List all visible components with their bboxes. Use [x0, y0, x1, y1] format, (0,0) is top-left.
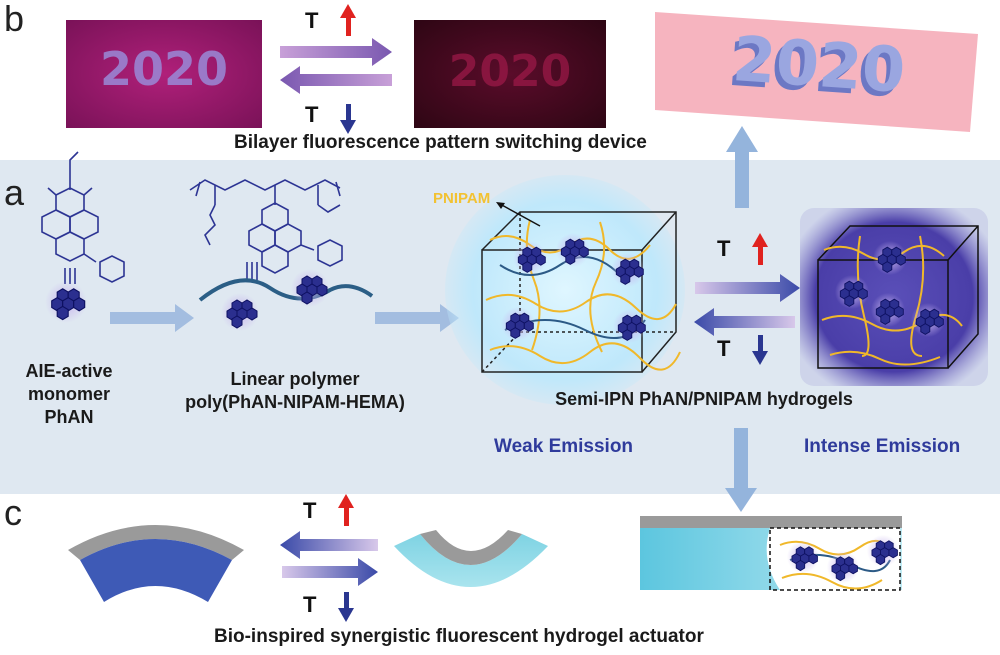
caption-panel-b: Bilayer fluorescence pattern switching d… [234, 132, 647, 153]
panel-label-a: a [4, 172, 25, 213]
arrow-polymer-to-hydrogel [375, 304, 459, 332]
arrow-monomer-to-polymer [110, 304, 194, 332]
pattern-sign [655, 12, 978, 132]
panel-b-switch-arrows [280, 38, 392, 94]
temp-label-b-up: T [305, 8, 319, 33]
temp-label-a-up: T [717, 236, 731, 261]
phan-monomer-structure [41, 151, 125, 284]
photo-digits-bright: 2020 [99, 42, 229, 96]
aie-cluster-polymer-a [220, 292, 260, 332]
intense-emission-label: Intense Emission [804, 436, 961, 457]
panel-label-b: b [4, 0, 25, 39]
polymer-chain [198, 278, 374, 302]
monomer-label-line-3: PhAN [44, 407, 94, 427]
arrow-to-device [726, 126, 758, 208]
temp-label-c-down: T [303, 592, 317, 617]
monomer-label-line-2: monomer [27, 384, 110, 404]
temp-label-a-down: T [717, 336, 731, 361]
panel-a-switch-arrows [694, 274, 800, 336]
hydrogel-cube-weak [481, 211, 681, 373]
polymer-label: Linear polymer poly(PhAN-NIPAM-HEMA) [170, 368, 420, 414]
panel-label-c: c [4, 492, 22, 533]
pnipam-label: PNIPAM [433, 190, 491, 207]
temp-up-arrow-b [340, 4, 356, 36]
monomer-label-line-1: AIE-active [25, 361, 113, 381]
actuator-strip [640, 516, 902, 591]
photo-2020-bright [66, 20, 262, 128]
temp-label-b-down: T [305, 102, 319, 127]
caption-panel-c: Bio-inspired synergistic fluorescent hyd… [214, 626, 704, 647]
polymer-structure [189, 179, 343, 280]
temp-up-arrow-a [752, 233, 768, 265]
photo-2020-dark [414, 20, 606, 128]
aie-cluster-polymer-b [290, 268, 330, 308]
pnipam-pointer [499, 203, 541, 227]
photo-digits-dark: 2020 [448, 46, 572, 97]
monomer-label: AIE-active monomer PhAN [14, 360, 124, 429]
temp-up-arrow-c [338, 494, 354, 526]
temp-down-arrow-b [340, 104, 356, 134]
weak-emission-label: Weak Emission [494, 436, 634, 457]
polymer-label-line-1: Linear polymer [230, 369, 360, 389]
hydrogel-label: Semi-IPN PhAN/PNIPAM hydrogels [555, 389, 853, 409]
polymer-label-line-2: poly(PhAN-NIPAM-HEMA) [185, 392, 405, 412]
temp-down-arrow-a [752, 335, 768, 365]
temp-down-arrow-c [338, 592, 354, 622]
hydrogel-cube-intense [817, 225, 979, 369]
temp-label-c-up: T [303, 498, 317, 523]
bilayer-bent-down [68, 525, 244, 602]
bilayer-bent-up [394, 530, 548, 587]
aie-cluster-monomer [44, 280, 88, 324]
panel-c-switch-arrows [280, 531, 378, 586]
arrow-to-actuator [725, 428, 757, 512]
